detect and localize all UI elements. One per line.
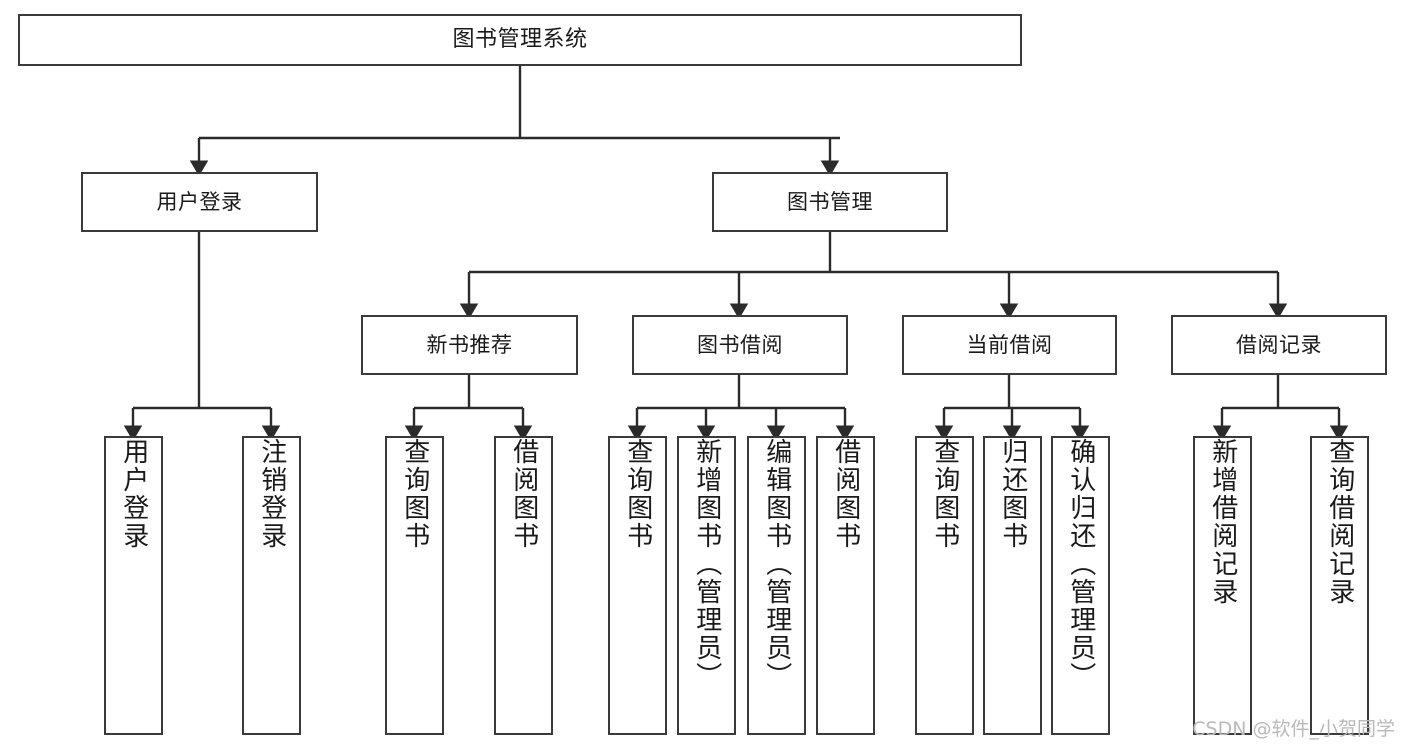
node-label: 新增借阅记录 <box>1207 438 1238 606</box>
node-label: 借阅图书 <box>830 438 861 550</box>
node-leaf-book-borrow-1[interactable]: 查询图书 <box>608 436 667 735</box>
node-label: 图书管理 <box>787 189 873 214</box>
node-leaf-borrow-record-2[interactable]: 查询借阅记录 <box>1310 436 1369 735</box>
node-label: 确认归还（管理员） <box>1065 438 1096 690</box>
node-label: 查询图书 <box>929 438 960 550</box>
node-label: 借阅图书 <box>508 438 539 550</box>
node-label: 图书借阅 <box>697 332 783 357</box>
node-leaf-current-borrow-1[interactable]: 查询图书 <box>915 436 974 735</box>
node-leaf-user-login-1[interactable]: 用户登录 <box>104 436 163 735</box>
node-label: 当前借阅 <box>966 332 1053 357</box>
node-leaf-user-login-2[interactable]: 注销登录 <box>242 436 301 735</box>
node-borrow-record[interactable]: 借阅记录 <box>1171 315 1387 375</box>
node-leaf-book-borrow-4[interactable]: 借阅图书 <box>816 436 875 735</box>
node-leaf-borrow-record-1[interactable]: 新增借阅记录 <box>1193 436 1252 735</box>
node-current-borrow[interactable]: 当前借阅 <box>902 315 1117 375</box>
node-system-root[interactable]: 图书管理系统 <box>18 14 1022 66</box>
node-label: 注销登录 <box>256 438 287 550</box>
node-leaf-current-borrow-2[interactable]: 归还图书 <box>983 436 1042 735</box>
csdn-watermark: CSDN @软件_小贺同学 <box>1192 718 1395 740</box>
node-leaf-book-borrow-2[interactable]: 新增图书（管理员） <box>677 436 736 735</box>
node-label: 用户登录 <box>156 189 243 214</box>
node-label: 新增图书（管理员） <box>691 438 722 690</box>
node-leaf-new-book-1[interactable]: 查询图书 <box>385 436 444 735</box>
node-leaf-book-borrow-3[interactable]: 编辑图书（管理员） <box>747 436 806 735</box>
node-label: 新书推荐 <box>426 332 513 357</box>
node-leaf-current-borrow-3[interactable]: 确认归还（管理员） <box>1051 436 1110 735</box>
node-label: 用户登录 <box>118 438 149 550</box>
node-book-management[interactable]: 图书管理 <box>712 172 948 232</box>
node-label: 编辑图书（管理员） <box>761 438 792 690</box>
node-label: 归还图书 <box>997 438 1028 550</box>
node-label: 借阅记录 <box>1236 332 1322 357</box>
node-label: 查询图书 <box>622 438 653 550</box>
node-label: 查询借阅记录 <box>1324 438 1355 606</box>
node-leaf-new-book-2[interactable]: 借阅图书 <box>494 436 553 735</box>
node-user-login[interactable]: 用户登录 <box>81 172 318 232</box>
node-label: 查询图书 <box>399 438 430 550</box>
node-new-book-recommend[interactable]: 新书推荐 <box>361 315 578 375</box>
node-label: 图书管理系统 <box>452 27 588 53</box>
node-book-borrow[interactable]: 图书借阅 <box>632 315 848 375</box>
